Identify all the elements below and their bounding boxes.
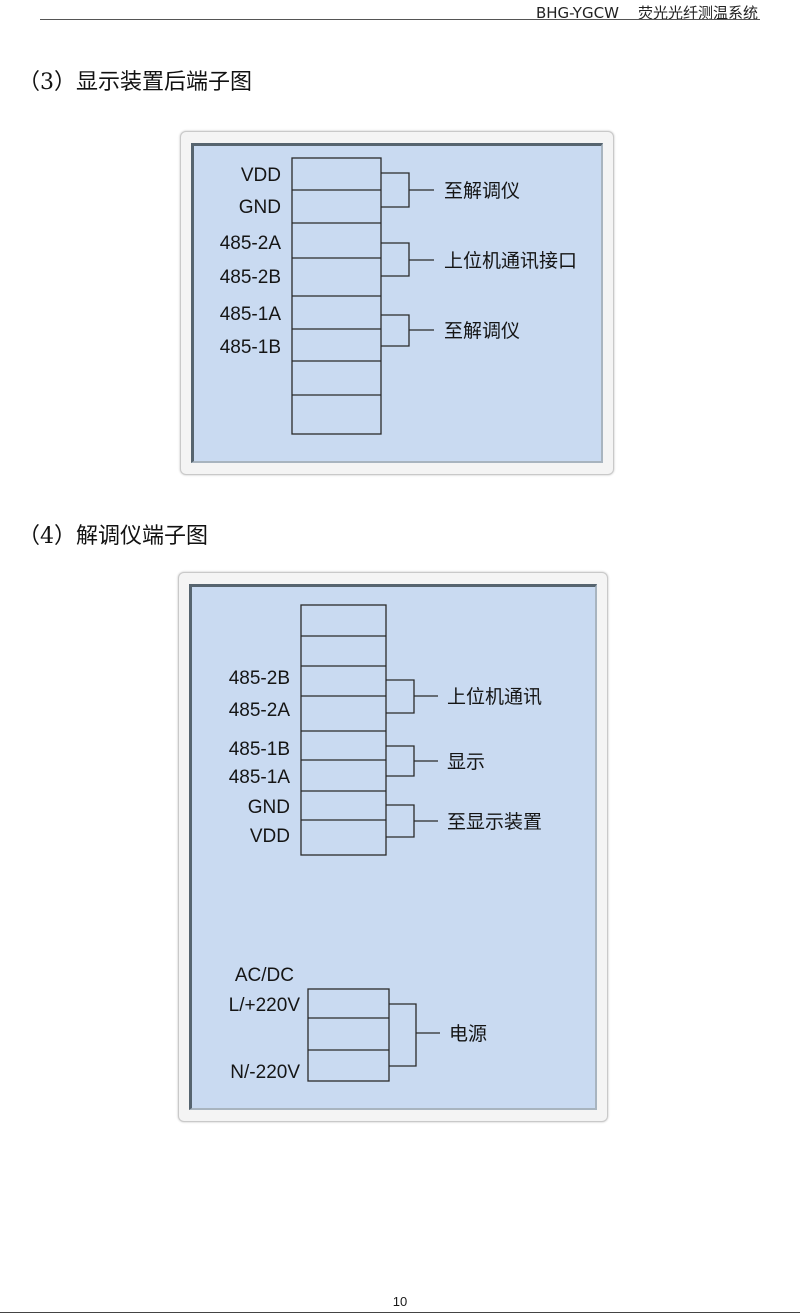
header-title: 荧光光纤测温系统 xyxy=(637,4,758,22)
group-label-display: 显示 xyxy=(447,751,485,773)
power-label-acdc: AC/DC xyxy=(235,965,294,986)
terminal-label-485-1b: 485-1B xyxy=(220,337,281,358)
power-label-live: L/+220V xyxy=(229,995,301,1016)
terminal-label-vdd: VDD xyxy=(250,826,290,847)
demodulator-terminal-diagram: 485-2B 485-2A 485-1B 485-1A GND VDD 上位机通… xyxy=(229,604,542,1083)
terminal-block xyxy=(300,604,387,856)
terminal-label-gnd: GND xyxy=(248,797,290,818)
group-bracket xyxy=(386,804,438,838)
terminal-label-485-2a: 485-2A xyxy=(220,233,282,254)
group-bracket xyxy=(386,679,438,714)
header-text: BHG-YGCW 荧光光纤测温系统 xyxy=(536,2,758,23)
footer-rule xyxy=(0,1312,800,1313)
power-terminal-block xyxy=(307,988,390,1082)
terminal-label-485-2a: 485-2A xyxy=(229,700,291,721)
display-terminal-diagram: VDD GND 485-2A 485-2B 485-1A 485-1B 至解调仪… xyxy=(220,157,577,435)
section3-heading: （3）显示装置后端子图 xyxy=(18,70,252,95)
page-number: 10 xyxy=(392,1294,408,1309)
terminal-label-485-1b: 485-1B xyxy=(229,739,290,760)
power-label-neutral: N/-220V xyxy=(230,1062,300,1083)
group-label-host-comm: 上位机通讯 xyxy=(447,686,542,708)
section4-heading: （4）解调仪端子图 xyxy=(18,524,208,549)
group-bracket xyxy=(389,1003,440,1067)
terminal-label-vdd: VDD xyxy=(241,165,281,186)
terminal-label-485-1a: 485-1A xyxy=(229,767,291,788)
group-bracket xyxy=(381,242,434,277)
group-bracket xyxy=(381,314,434,347)
group-bracket xyxy=(386,745,438,777)
terminal-label-485-2b: 485-2B xyxy=(229,668,290,689)
demodulator-terminal-panel: 485-2B 485-2A 485-1B 485-1A GND VDD 上位机通… xyxy=(189,584,597,1110)
group-label-demodulator: 至解调仪 xyxy=(444,180,520,202)
terminal-label-gnd: GND xyxy=(239,197,281,218)
display-terminal-figure: VDD GND 485-2A 485-2B 485-1A 485-1B 至解调仪… xyxy=(180,131,614,475)
group-label-host-interface: 上位机通讯接口 xyxy=(444,250,577,272)
group-label-demodulator: 至解调仪 xyxy=(444,320,520,342)
group-bracket xyxy=(381,172,434,208)
header-code: BHG-YGCW xyxy=(535,4,619,22)
demodulator-terminal-figure: 485-2B 485-2A 485-1B 485-1A GND VDD 上位机通… xyxy=(178,572,608,1122)
group-label-power: 电源 xyxy=(449,1023,487,1045)
terminal-label-485-2b: 485-2B xyxy=(220,267,281,288)
display-terminal-panel: VDD GND 485-2A 485-2B 485-1A 485-1B 至解调仪… xyxy=(191,143,603,463)
terminal-label-485-1a: 485-1A xyxy=(220,304,282,325)
header-rule xyxy=(40,19,760,20)
group-label-to-display: 至显示装置 xyxy=(447,811,542,833)
